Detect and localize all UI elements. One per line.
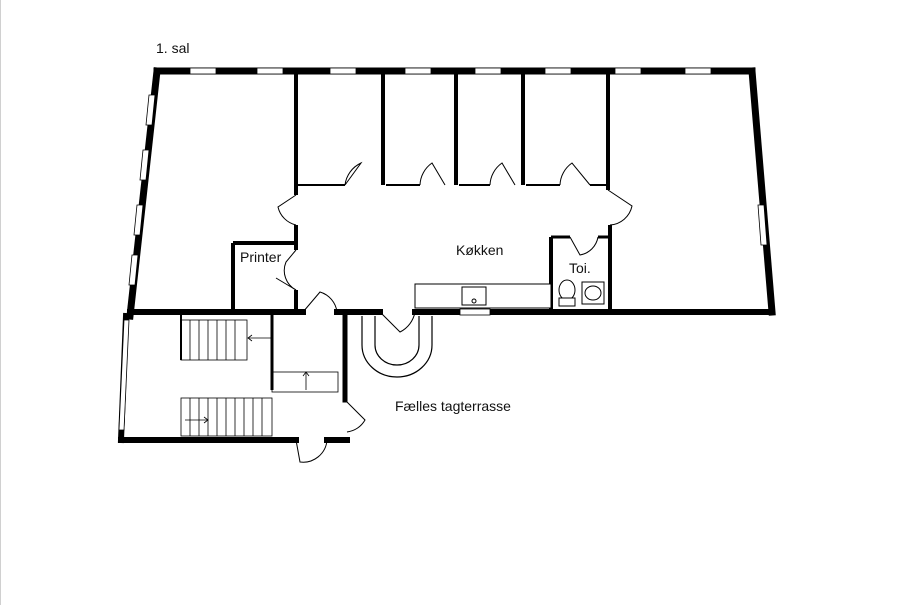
interior-walls (180, 71, 612, 390)
room-label-printer: Printer (240, 249, 282, 265)
windows (189, 67, 712, 316)
doors (275, 161, 633, 463)
room-label-toilet: Toi. (569, 260, 591, 276)
floor-label: 1. sal (156, 40, 190, 56)
stairs (180, 319, 339, 437)
kitchen-counter (414, 283, 552, 309)
outer-walls (117, 67, 776, 444)
room-label-kitchen: Køkken (456, 242, 504, 258)
toilet-fixtures (558, 279, 605, 307)
room-label-terrace: Fælles tagterrasse (395, 398, 511, 414)
image-border (0, 0, 1, 605)
curved-ramp (361, 316, 433, 378)
